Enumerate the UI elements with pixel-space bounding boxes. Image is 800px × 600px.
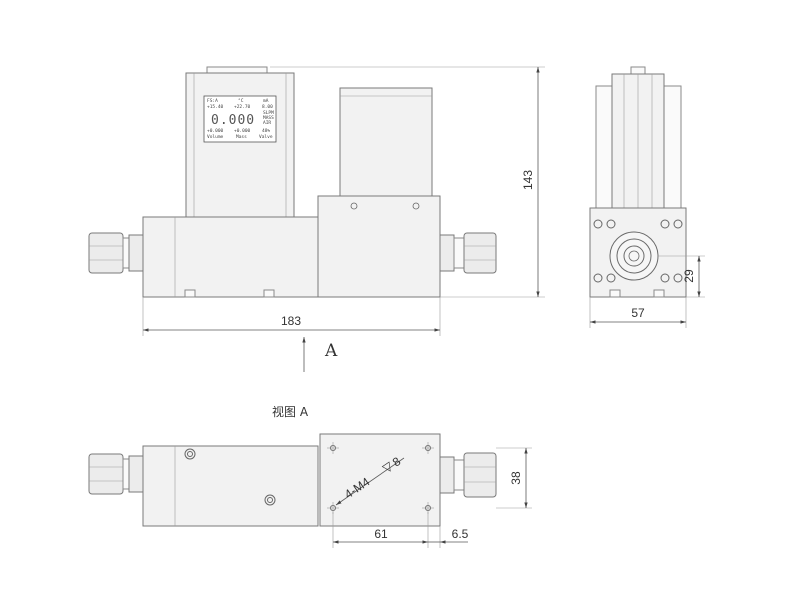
dim-bottom-width-text: 38: [509, 471, 523, 485]
dim-length-text: 183: [281, 314, 301, 328]
lcd-unit2: MASS: [263, 115, 274, 121]
lcd-r2c1: +15.40: [207, 104, 224, 110]
bottom-view: 4-M4 ▽ 8: [88, 433, 497, 527]
lcd-r1c2: °C: [238, 98, 244, 104]
dim-port-height: 29: [658, 255, 705, 298]
lcd-r4c2: +0.000: [234, 128, 251, 134]
valve-housing: [339, 87, 433, 197]
lcd-r4c1: +0.000: [207, 128, 224, 134]
lcd-big-value: 0.000: [211, 113, 255, 128]
dim-edge-offset-text: 6.5: [452, 527, 469, 541]
dim-bottom-width: 38: [496, 447, 532, 509]
main-body-left: [142, 216, 319, 298]
side-view: [589, 66, 687, 298]
dim-side-width: 57: [589, 297, 687, 328]
dim-height: 143: [270, 66, 545, 298]
view-arrow-label: A: [324, 341, 338, 361]
lcd-unit1: SLPM: [263, 110, 274, 116]
lcd-r4c3: 48%: [262, 128, 270, 134]
lcd-r5c3: Valve: [259, 134, 273, 140]
dim-length: 183: [142, 297, 441, 336]
lcd-r2c3: 8.00: [262, 104, 273, 110]
bottom-left-fitting: [88, 453, 144, 495]
lcd-r1c3: mA: [263, 98, 269, 104]
bottom-body-right: [319, 433, 441, 527]
dim-height-text: 143: [521, 170, 535, 190]
dim-side-width-text: 57: [631, 306, 645, 320]
dim-port-height-text: 29: [682, 269, 696, 283]
top-connector: [206, 66, 268, 74]
lcd-r5c1: Volume: [207, 134, 224, 140]
mount-holes: [327, 442, 434, 514]
lcd-r2c2: +22.70: [234, 104, 251, 110]
lcd-r1c1: FS:A: [207, 98, 218, 104]
dim-hole-spacing: 61 6.5: [332, 512, 469, 548]
lcd-unit3: AIR: [263, 120, 271, 126]
front-view: FS:A °C mA +15.40 +22.70 8.00 0.000 SLPM…: [88, 66, 497, 298]
dim-hole-spacing-text: 61: [374, 527, 388, 541]
view-a-title: 视图 A: [272, 404, 309, 419]
main-body-right: [317, 195, 441, 298]
bottom-body-left: [142, 445, 319, 527]
left-fitting: [88, 232, 144, 274]
right-fitting: [439, 232, 497, 274]
bottom-right-fitting: [439, 452, 497, 498]
view-arrow: A: [302, 337, 338, 372]
lcd-r5c2: Mass: [236, 134, 247, 140]
display-housing: [185, 72, 295, 218]
lcd-display: FS:A °C mA +15.40 +22.70 8.00 0.000 SLPM…: [203, 95, 277, 143]
